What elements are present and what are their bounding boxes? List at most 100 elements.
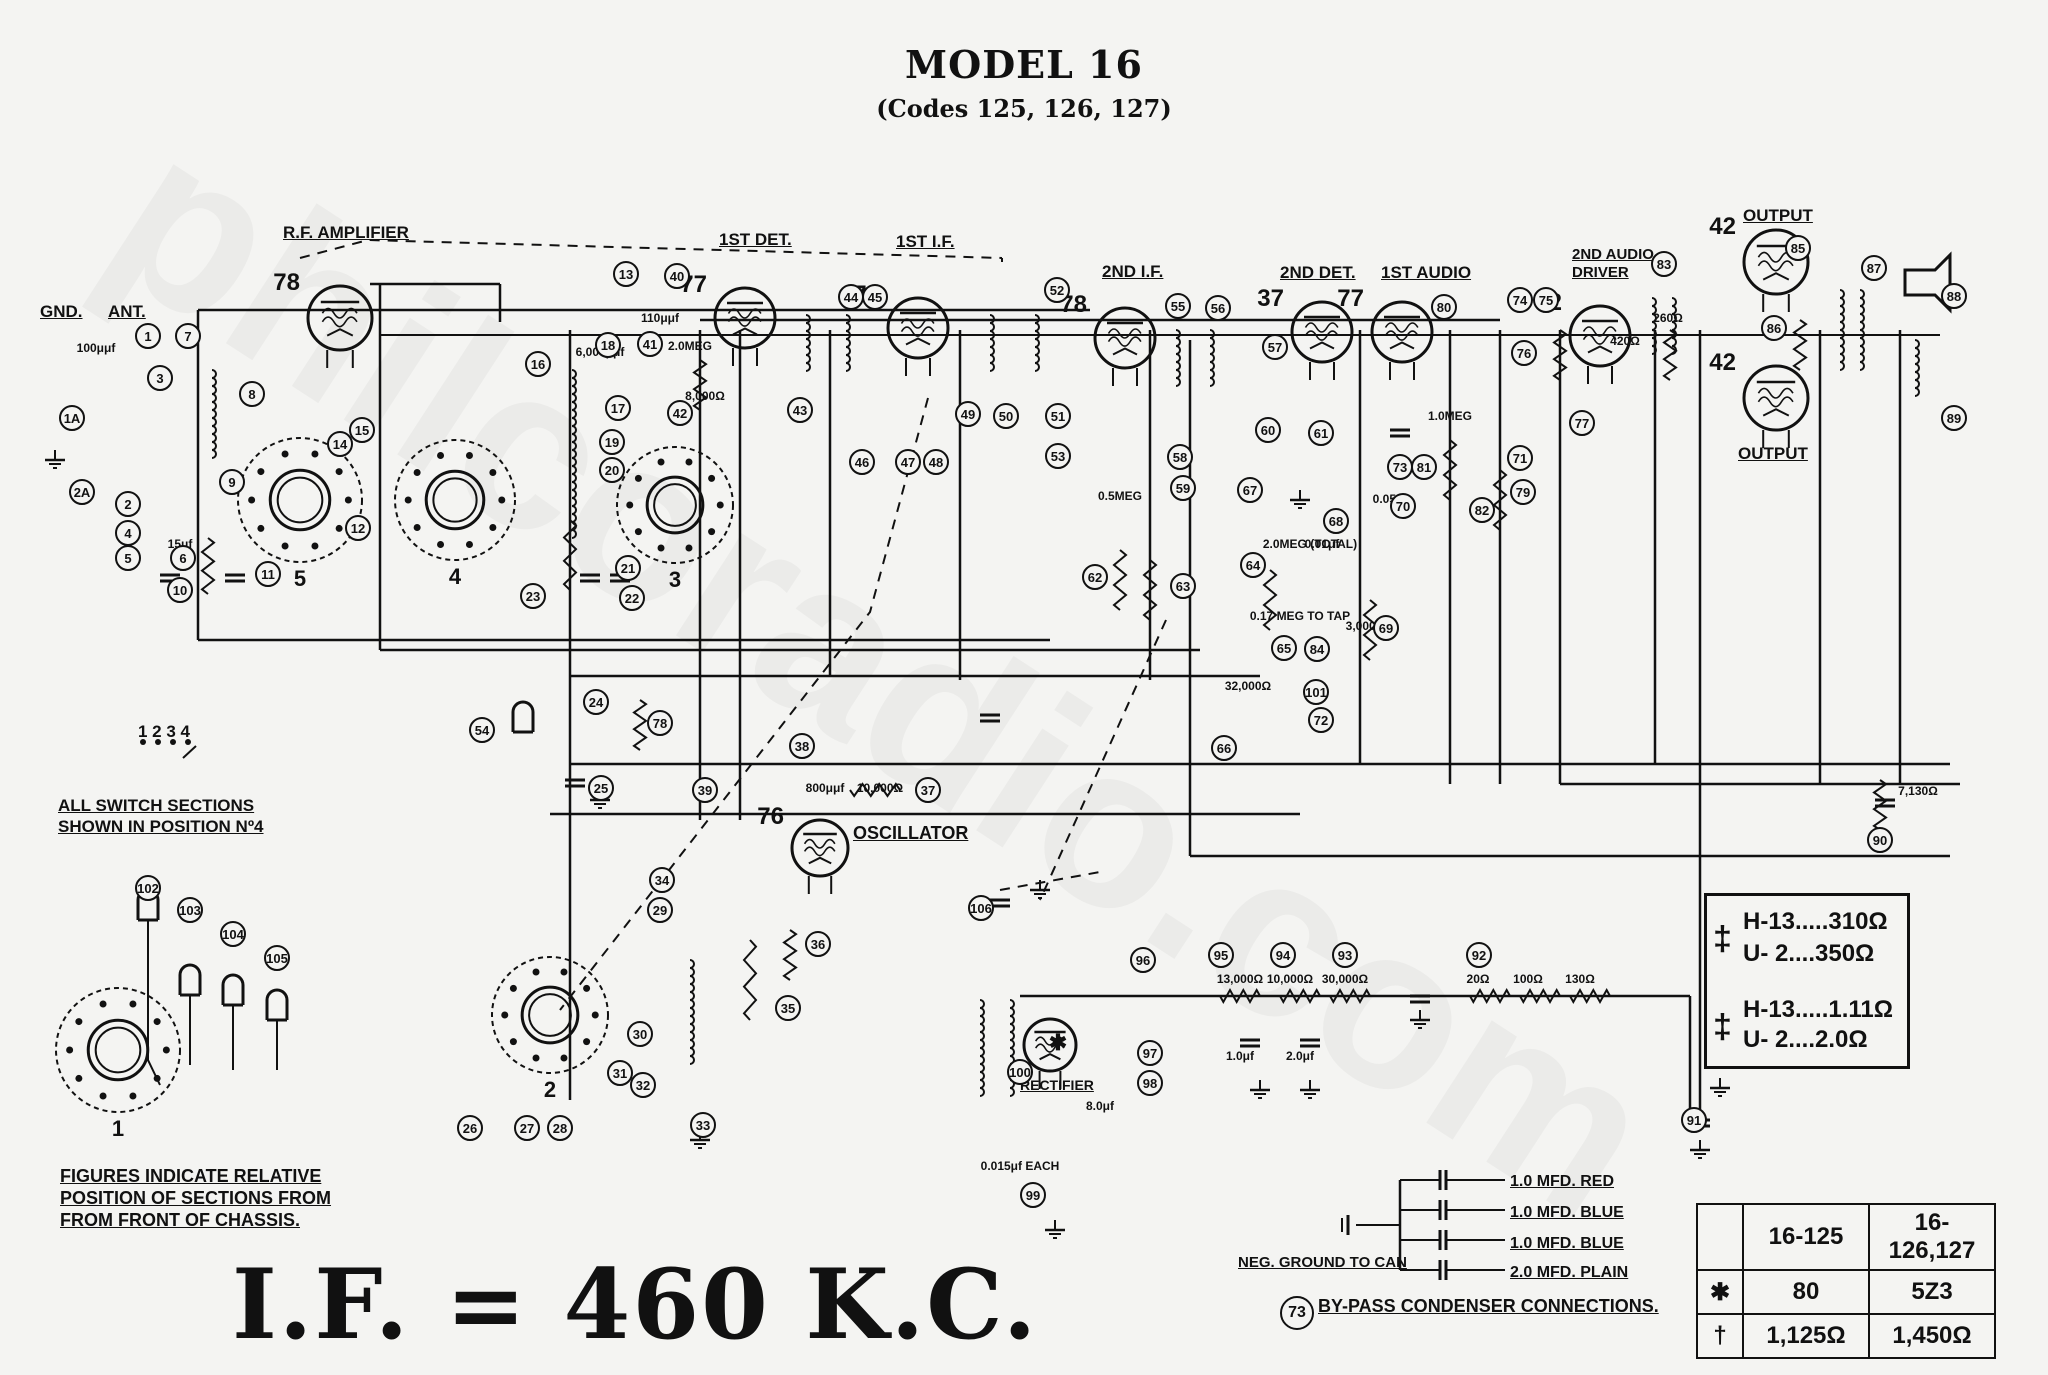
table-cell: 5Z3	[1868, 1269, 1996, 1315]
callout-number: 58	[1173, 450, 1187, 465]
callout-number: 48	[929, 455, 943, 470]
switch-rotor	[268, 468, 332, 532]
callout-number: 82	[1475, 503, 1489, 518]
tube-grid	[803, 838, 836, 849]
tube-label: 42	[1709, 349, 1736, 376]
switch-contact	[75, 1018, 83, 1026]
label-gnd: GND.	[40, 302, 83, 321]
if-frequency: I.F. = 460 K.C.	[232, 1248, 1039, 1361]
callout-circle	[345, 515, 371, 541]
section-number: 3	[669, 567, 681, 592]
callout-number: 35	[781, 1001, 795, 1016]
resistor	[1112, 549, 1128, 611]
component-value: 8.0μf	[1086, 1099, 1115, 1113]
callout-circle	[595, 332, 621, 358]
coil	[1209, 329, 1215, 387]
callout-circle	[1941, 283, 1967, 309]
callout-number: 68	[1329, 514, 1343, 529]
tube-envelope	[1568, 304, 1632, 368]
coil	[1034, 314, 1040, 372]
callout-number: 76	[1517, 346, 1531, 361]
callout-number: 10	[173, 583, 187, 598]
tube-envelope	[713, 286, 777, 350]
callout-circle	[220, 921, 246, 947]
callout-circle	[1785, 235, 1811, 261]
callout-number: 73	[1393, 460, 1407, 475]
callout-circle	[649, 867, 675, 893]
switch-contact	[489, 524, 497, 532]
callout-number: 12	[351, 521, 365, 536]
callout-number: 34	[655, 873, 670, 888]
label-1st-if: 1ST I.F.	[896, 232, 955, 251]
switch-contact	[591, 1011, 599, 1019]
switch-contact	[281, 542, 289, 550]
callout-circle	[177, 897, 203, 923]
callout-circle	[167, 577, 193, 603]
wire	[1112, 347, 1138, 356]
component-value: 10,000Ω	[1267, 972, 1314, 986]
callout-number: 55	[1171, 299, 1185, 314]
callout-number: 57	[1268, 340, 1282, 355]
neg-ground-label: NEG. GROUND TO CAN	[1238, 1254, 1407, 1271]
callout-circle	[1271, 635, 1297, 661]
page-title: MODEL 16	[905, 42, 1143, 87]
coil	[805, 314, 811, 372]
switch-position-dot	[170, 739, 176, 745]
callout-number: 53	[1051, 449, 1065, 464]
callout-number: 39	[698, 783, 712, 798]
callout-circle	[520, 583, 546, 609]
callout-number: 102	[137, 881, 159, 896]
resistor	[849, 782, 901, 798]
switch-contact	[708, 474, 716, 482]
resistor	[562, 519, 578, 591]
bypass-cap-1: 1.0 MFD. RED	[1510, 1173, 1615, 1190]
callout-circle	[1208, 942, 1234, 968]
coil	[1175, 329, 1181, 387]
resistance-code-box: H-13.....310Ω U- 2....350Ω H-13.....1.11…	[1704, 893, 1910, 1069]
callout-circle	[1431, 294, 1457, 320]
callout-number: 33	[696, 1118, 710, 1133]
wire	[1389, 341, 1415, 350]
callout-circle	[599, 429, 625, 455]
wire	[808, 856, 832, 865]
callout-circle	[667, 400, 693, 426]
callout-number: 5	[124, 551, 131, 566]
component-value: 130Ω	[1565, 972, 1595, 986]
component-value: 20Ω	[1467, 972, 1490, 986]
section-number: 4	[449, 564, 462, 589]
callout-number: 85	[1791, 241, 1805, 256]
callout-circle	[1373, 615, 1399, 641]
resist-row-4: U- 2....2.0Ω	[1743, 1026, 1868, 1053]
component-value: 32,000Ω	[1225, 679, 1272, 693]
switch-contact	[509, 1038, 517, 1046]
callout-number: 23	[526, 589, 540, 604]
label-ant: ANT.	[108, 302, 146, 321]
callout-number: 99	[1026, 1188, 1040, 1203]
callout-number: 87	[1867, 261, 1881, 276]
callout-number: 2A	[74, 485, 91, 500]
callout-circle	[525, 351, 551, 377]
callout-number: 61	[1314, 426, 1328, 441]
page-subtitle: (Codes 125, 126, 127)	[876, 94, 1172, 123]
callout-circle	[968, 895, 994, 921]
callout-circle	[1510, 479, 1536, 505]
pilot-lamp	[178, 963, 202, 995]
switch-contact	[413, 524, 421, 532]
tube-grid	[1757, 387, 1794, 399]
callout-circle	[1137, 1040, 1163, 1066]
callout-number: 19	[605, 435, 619, 450]
tube-grid	[727, 316, 762, 327]
wire	[299, 238, 1003, 259]
tube-label: 77	[1337, 285, 1364, 312]
switch-positions: 1 2 3 4	[138, 722, 190, 741]
callout-number: 21	[621, 561, 635, 576]
callout-number: 14	[333, 437, 348, 452]
callout-circle	[895, 449, 921, 475]
callout-number: 101	[1305, 685, 1327, 700]
double-dagger-icon: ‡	[1713, 920, 1732, 958]
callout-circle	[1045, 443, 1071, 469]
callout-number: 13	[619, 267, 633, 282]
component-value: 110μμf	[641, 311, 680, 325]
tube-grid	[1582, 334, 1617, 345]
